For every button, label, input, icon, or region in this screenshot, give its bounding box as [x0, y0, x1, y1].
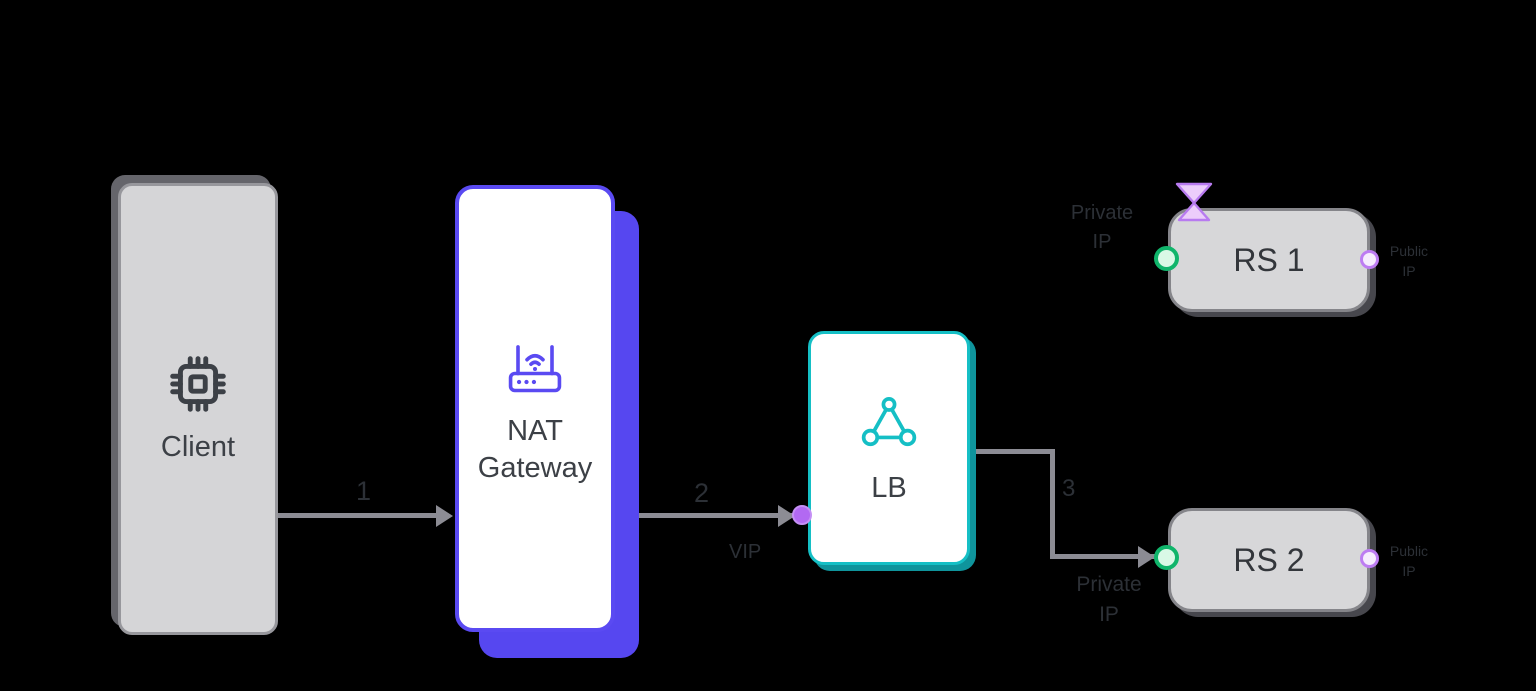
edge-lb-to-rs2-segment-1	[968, 449, 1055, 454]
load-balancer-triangle-icon	[856, 390, 922, 456]
edge-step-label-2: 2	[694, 478, 710, 508]
edge-nat-to-lb	[608, 513, 794, 518]
lb-vip-endpoint[interactable]	[792, 505, 812, 525]
client-label: Client	[160, 430, 236, 463]
rs1-public-ip-label: Public IP	[1389, 243, 1429, 280]
arrowhead-icon	[1138, 546, 1155, 568]
rs2-label: RS 2	[1233, 542, 1305, 578]
rs1-private-ip-label: Private IP	[1070, 202, 1134, 253]
rs2-private-ip-label: Private IP	[1076, 573, 1142, 627]
edge-lb-to-rs2-segment-3	[1050, 554, 1157, 559]
edge-lb-to-rs2-segment-2	[1050, 449, 1055, 559]
lb-label: LB	[871, 471, 907, 504]
node-rs1[interactable]: RS 1	[1168, 208, 1370, 312]
rs1-public-port[interactable]	[1360, 250, 1379, 269]
vip-label: VIP	[729, 541, 762, 563]
cpu-chip-icon	[167, 353, 229, 415]
edge-step-label-1: 1	[356, 476, 372, 506]
rs1-private-port[interactable]	[1154, 246, 1179, 271]
node-rs2[interactable]: RS 2	[1168, 508, 1370, 612]
node-client[interactable]: Client	[118, 183, 278, 635]
rs2-public-port[interactable]	[1360, 549, 1379, 568]
rs1-label: RS 1	[1233, 242, 1305, 278]
rs2-private-port[interactable]	[1154, 545, 1179, 570]
node-load-balancer[interactable]: LB	[808, 331, 970, 565]
arrowhead-icon	[436, 505, 453, 527]
hourglass-icon	[1174, 181, 1214, 223]
edge-step-label-3: 3	[1062, 475, 1076, 502]
rs2-public-ip-label: Public IP	[1389, 543, 1429, 580]
wifi-router-icon	[501, 331, 569, 399]
edge-client-to-nat	[278, 513, 440, 518]
arrowhead-icon	[778, 505, 795, 527]
